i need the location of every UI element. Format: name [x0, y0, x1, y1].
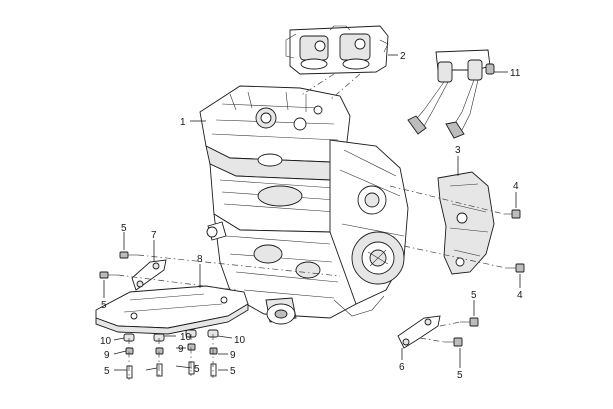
callout-bolt-right-mid: 5	[471, 290, 477, 301]
callout-bolt-left: 5	[101, 300, 107, 311]
callout-injectors: 11	[510, 68, 521, 79]
callout-bracket-left: 7	[151, 230, 157, 241]
leader-lines	[103, 54, 521, 371]
skid-plate	[95, 285, 249, 335]
bracket-right	[397, 315, 441, 349]
throttle-body	[285, 25, 389, 75]
callout-bolt-right-upper: 4	[513, 181, 519, 192]
callout-cover: 3	[455, 145, 461, 156]
callout-washer-left: 9	[104, 350, 110, 361]
callout-bracket-right: 6	[399, 362, 405, 373]
callout-bolt-right-lower: 4	[517, 290, 523, 301]
callout-bolt-bottom-1: 5	[104, 366, 110, 377]
callout-throttle-body: 2	[400, 51, 406, 62]
engine-assembly	[199, 85, 409, 325]
callout-washer-right: 9	[230, 350, 236, 361]
callout-bolt-bottom-2: 5	[194, 364, 200, 375]
side-cover	[437, 171, 495, 275]
alignment-lines	[117, 73, 507, 380]
callout-bolt-top-left: 5	[121, 223, 127, 234]
callout-engine: 1	[180, 117, 186, 128]
fasteners	[99, 209, 525, 379]
callout-grommet-left: 10	[100, 336, 112, 347]
callout-grommet-mid: 10	[180, 332, 192, 343]
callout-bolt-right-bottom: 5	[457, 370, 463, 381]
callout-grommet-right: 10	[234, 335, 246, 346]
bracket-left	[131, 259, 167, 291]
fuel-injectors	[407, 49, 495, 139]
callout-labels: 1 2 11 3 4 4 5 7 8 5 5 6 5 10 10 10 9 9 …	[100, 51, 523, 381]
callout-washer-mid: 9	[178, 344, 184, 355]
callout-skid-plate: 8	[197, 254, 203, 265]
callout-bolt-bottom-3: 5	[230, 366, 236, 377]
